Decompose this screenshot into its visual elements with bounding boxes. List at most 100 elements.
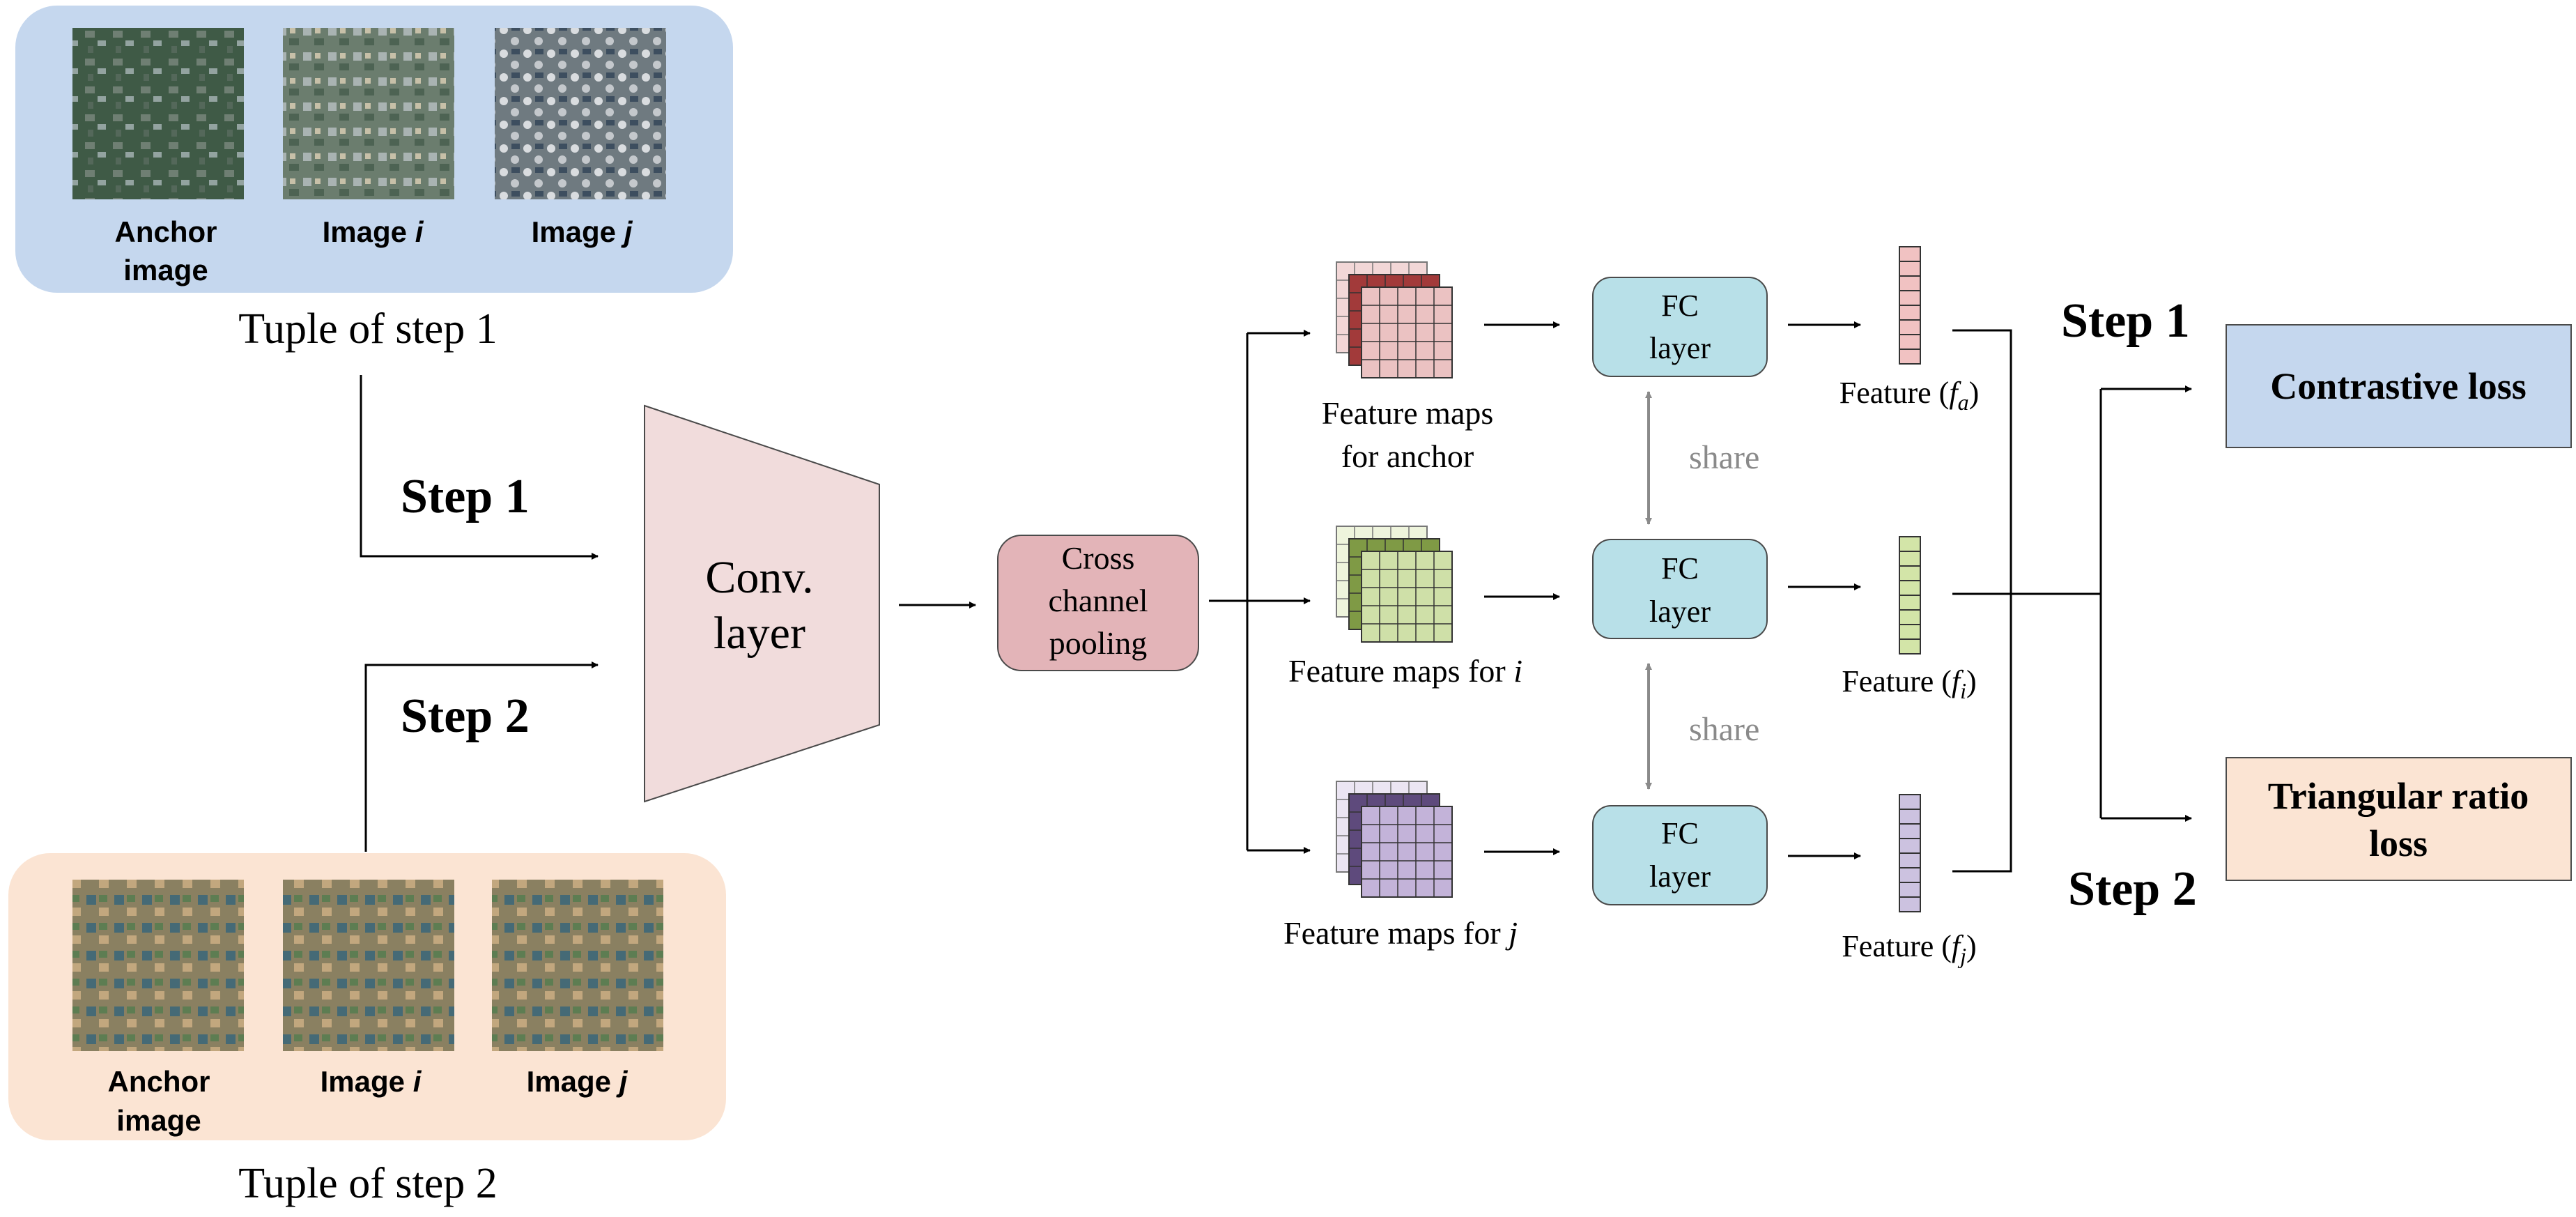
tuple1-image-j-label: Image j	[532, 215, 633, 248]
contrastive-loss-label: Contrastive loss	[2270, 365, 2526, 407]
triangular-loss-box	[2226, 757, 2572, 881]
tuple1-anchor-image	[72, 28, 244, 199]
feature-vector-fa-cell	[1899, 246, 1921, 262]
feature-vector-fj-cell	[1899, 838, 1921, 854]
fc-layer-i-label-1: FC	[1661, 551, 1699, 585]
step1-right-label: Step 1	[2061, 294, 2190, 348]
fc-layer-anchor-label-2: layer	[1649, 331, 1711, 365]
feature-vector-fj-cell	[1899, 852, 1921, 868]
feature-map-i-layer-2	[1361, 551, 1453, 643]
step2-right-label: Step 2	[2068, 862, 2197, 916]
tuple1-anchor-label-1: Anchor	[115, 215, 217, 248]
tuple2-image-j	[492, 880, 663, 1051]
tuple1-caption: Tuple of step 1	[238, 305, 497, 353]
feature-fj-sub: j	[1957, 943, 1966, 968]
cross-channel-pooling-box	[997, 535, 1199, 671]
feature-maps-anchor-stack	[1336, 261, 1453, 378]
tuple2-anchor-label-1: Anchor	[108, 1065, 210, 1098]
feature-fj-label: Feature (fj)	[1842, 929, 1976, 968]
tuple1-image-i-label-text: Image	[323, 215, 415, 248]
feature-fi-sub: i	[1960, 678, 1966, 703]
feature-map-j-layer-2	[1361, 806, 1453, 898]
feature-fa-label: Feature (fa)	[1840, 376, 1979, 415]
feature-vector-fa-cell	[1899, 275, 1921, 291]
feature-vector-fi-cell	[1899, 565, 1921, 581]
feature-maps-j-label: Feature maps for j	[1283, 915, 1518, 951]
feature-vector-fj-cell	[1899, 867, 1921, 883]
feature-vector-fi-cell	[1899, 638, 1921, 655]
tuple2-image-i	[283, 880, 454, 1051]
tuple1-anchor-label-2: image	[123, 254, 208, 286]
tuple-step2-group: Anchor image Image i Image j	[8, 853, 726, 1140]
tuple1-image-j-label-var: j	[621, 215, 633, 248]
feature-vector-fi-cell	[1899, 536, 1921, 552]
feature-vector-fi-cell	[1899, 624, 1921, 640]
feature-maps-i-label-text: Feature maps for	[1288, 653, 1513, 689]
conv-layer-trapezoid	[644, 404, 880, 803]
fc-layer-j-box	[1592, 805, 1768, 905]
fc-layer-anchor-label-1: FC	[1661, 289, 1699, 323]
feature-vector-fi-cell	[1899, 609, 1921, 625]
tuple2-anchor-label-2: image	[116, 1104, 201, 1137]
feature-maps-anchor-label-2: for anchor	[1341, 438, 1474, 474]
feature-fj-suffix: )	[1966, 929, 1977, 963]
triangular-loss-label-2: loss	[2369, 822, 2428, 864]
feature-fj-prefix: Feature (	[1842, 929, 1952, 963]
feature-vector-fa-cell	[1899, 349, 1921, 365]
feature-fa-prefix: Feature (	[1840, 376, 1950, 410]
feature-maps-i-label-var: i	[1513, 653, 1522, 689]
feature-vector-fj-cell	[1899, 896, 1921, 912]
contrastive-loss-box	[2226, 324, 2572, 448]
merge-bracket	[1952, 329, 2012, 873]
feature-vector-fa-cell	[1899, 261, 1921, 277]
feature-vector-fi-cell	[1899, 580, 1921, 596]
feature-vector-fj-cell	[1899, 794, 1921, 810]
tuple2-image-j-label: Image j	[527, 1065, 628, 1098]
step2-left-label: Step 2	[401, 689, 530, 743]
tuple2-image-i-label-text: Image	[321, 1065, 413, 1098]
pooling-label-3: pooling	[1049, 625, 1148, 661]
feature-vector-fi-cell	[1899, 551, 1921, 567]
feature-fi-prefix: Feature (	[1842, 664, 1952, 698]
feature-maps-j-label-text: Feature maps for	[1283, 915, 1509, 951]
fc-layer-i-label-2: layer	[1649, 595, 1711, 629]
step1-input-arrow	[360, 375, 599, 560]
fc-layer-anchor-box	[1592, 277, 1768, 377]
feature-map-anchor-layer-2	[1361, 286, 1453, 378]
feature-vector-fa-cell	[1899, 305, 1921, 321]
tuple2-image-i-label: Image i	[321, 1065, 422, 1098]
step2-input-arrow	[364, 661, 599, 852]
feature-maps-i-label: Feature maps for i	[1288, 653, 1522, 689]
feature-vector-fa-cell	[1899, 319, 1921, 335]
tuple1-image-i	[283, 28, 454, 199]
tuple2-image-j-label-text: Image	[527, 1065, 619, 1098]
tuple1-image-i-label-var: i	[415, 215, 424, 248]
fc-layer-i-box	[1592, 539, 1768, 639]
tuple1-image-j	[495, 28, 666, 199]
tuple-step1-group: Anchor image Image i Image j	[15, 6, 733, 293]
tuple1-image-j-label-text: Image	[532, 215, 624, 248]
feature-fi-suffix: )	[1966, 664, 1977, 698]
tuple2-anchor-image	[72, 880, 244, 1051]
feature-fa-sub: a	[1958, 390, 1969, 415]
pooling-label-2: channel	[1048, 583, 1148, 618]
share-label-bottom: share	[1689, 711, 1759, 748]
share-label-top: share	[1689, 439, 1759, 476]
tuple2-image-i-label-var: i	[413, 1065, 422, 1098]
tuple2-caption: Tuple of step 2	[238, 1160, 497, 1207]
feature-maps-anchor-label-1: Feature maps	[1322, 395, 1494, 431]
step1-left-label: Step 1	[401, 470, 530, 523]
triangular-loss-label-1: Triangular ratio	[2268, 775, 2529, 817]
feature-vector-fi	[1899, 536, 1921, 655]
feature-vector-fj	[1899, 794, 1921, 912]
feature-vector-fa-cell	[1899, 290, 1921, 306]
feature-vector-fa	[1899, 246, 1921, 365]
feature-maps-i-stack	[1336, 526, 1453, 643]
feature-fi-label: Feature (fi)	[1842, 664, 1976, 703]
tuple2-image-j-label-var: j	[616, 1065, 628, 1098]
feature-vector-fj-cell	[1899, 882, 1921, 898]
feature-fa-suffix: )	[1969, 376, 1980, 410]
feature-maps-j-stack	[1336, 781, 1453, 898]
fc-layer-j-label-2: layer	[1649, 859, 1711, 894]
